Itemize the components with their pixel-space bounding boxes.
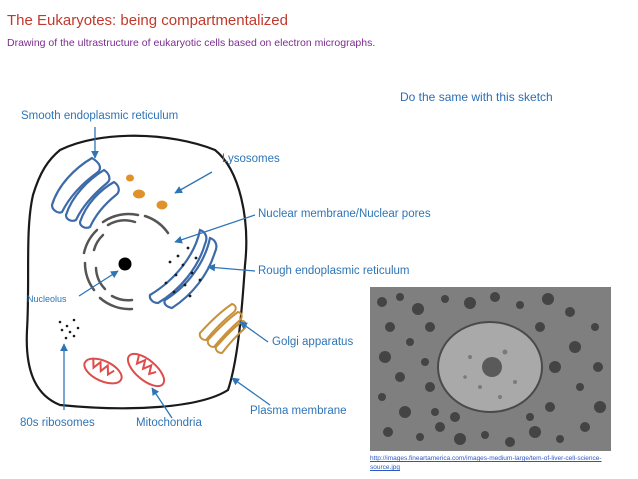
instruction-text: Do the same with this sketch [400,90,553,104]
label-nuclear-membrane: Nuclear membrane/Nuclear pores [258,208,431,220]
nucleolus-shape [118,257,132,271]
nuclear-membrane-shape [82,212,170,311]
label-golgi: Golgi apparatus [272,336,354,348]
mitochondria-shapes [83,352,166,388]
page-title: The Eukaryotes: being compartmentalized [7,12,288,29]
label-smooth-er: Smooth endoplasmic reticulum [21,110,179,122]
annotation-arrows [60,127,271,419]
label-rough-er: Rough endoplasmic reticulum [258,265,410,277]
micrograph-texture [370,287,611,451]
label-plasma-membrane: Plasma membrane [250,405,347,417]
image-credit-link[interactable]: http://images.fineartamerica.com/images-… [370,455,602,471]
label-mitochondria: Mitochondria [136,417,202,429]
electron-micrograph-image [370,287,611,451]
page-subtitle: Drawing of the ultrastructure of eukaryo… [7,37,376,49]
lysosome-shapes [126,174,168,210]
label-ribosomes: 80s ribosomes [20,417,95,429]
label-lysosomes: Lysosomes [222,153,280,165]
smooth-er-shape [50,156,120,229]
rough-er-shape [148,228,218,310]
label-nucleolus: Nucleolus [27,294,67,304]
plasma-membrane-outline [25,134,248,410]
ribosome-dots [58,318,80,340]
